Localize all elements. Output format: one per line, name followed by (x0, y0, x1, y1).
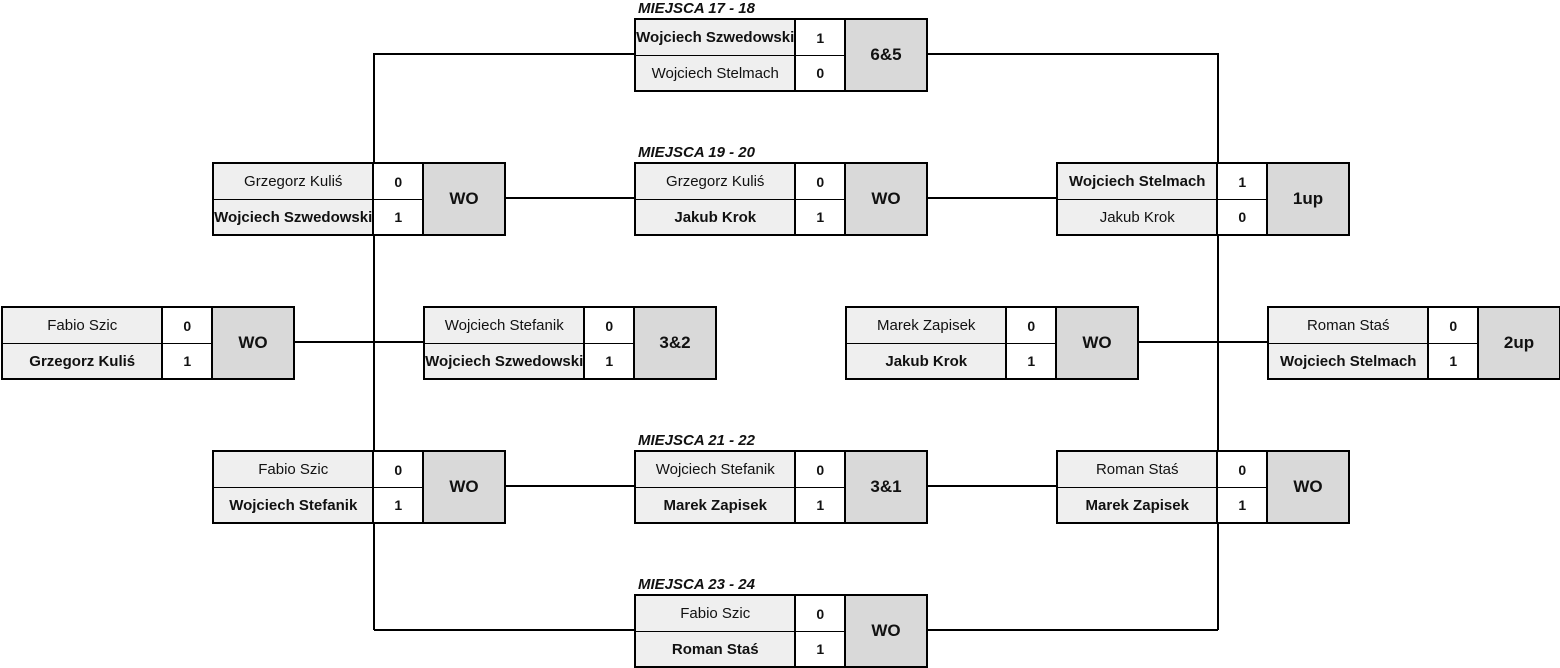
player-name: Marek Zapisek (847, 308, 1008, 343)
match-result: WO (424, 452, 504, 522)
player-name: Wojciech Szwedowski (214, 200, 375, 234)
match-result: WO (1268, 452, 1348, 522)
player-name: Wojciech Stefanik (214, 488, 375, 522)
player-name: Jakub Krok (847, 344, 1008, 378)
player-name: Fabio Szic (636, 596, 797, 631)
player-name: Roman Staś (1269, 308, 1430, 343)
player-score: 0 (1429, 308, 1479, 343)
placement-label: MIEJSCA 19 - 20 (638, 144, 755, 161)
player-score: 0 (796, 452, 846, 487)
connector-line (926, 53, 1218, 55)
connector-line (1137, 341, 1267, 343)
player-name: Wojciech Stelmach (1269, 344, 1430, 378)
match-result: 2up (1479, 308, 1559, 378)
player-name: Wojciech Stefanik (636, 452, 797, 487)
player-score: 1 (1429, 344, 1479, 378)
player-score: 1 (796, 488, 846, 522)
player-name: Wojciech Szwedowski (636, 20, 797, 55)
placement-label: MIEJSCA 23 - 24 (638, 576, 755, 593)
connector-line (504, 485, 634, 487)
player-score: 1 (1007, 344, 1057, 378)
player-score: 1 (796, 200, 846, 234)
player-score: 1 (796, 20, 846, 55)
player-score: 1 (1218, 164, 1268, 199)
player-score: 0 (1218, 452, 1268, 487)
connector-line (1217, 523, 1219, 630)
player-name: Wojciech Szwedowski (425, 344, 586, 378)
player-name: Fabio Szic (3, 308, 164, 343)
player-score: 1 (585, 344, 635, 378)
match-result: WO (846, 164, 926, 234)
player-score: 1 (163, 344, 213, 378)
match-result: WO (424, 164, 504, 234)
player-score: 0 (374, 164, 424, 199)
player-score: 0 (374, 452, 424, 487)
player-name: Grzegorz Kuliś (3, 344, 164, 378)
player-name: Roman Staś (1058, 452, 1219, 487)
match-result: 1up (1268, 164, 1348, 234)
match-result: WO (846, 596, 926, 666)
placement-label: MIEJSCA 17 - 18 (638, 0, 755, 17)
player-name: Fabio Szic (214, 452, 375, 487)
match-result: 3&1 (846, 452, 926, 522)
player-score: 0 (796, 56, 846, 90)
player-name: Grzegorz Kuliś (636, 164, 797, 199)
player-score: 0 (1007, 308, 1057, 343)
connector-line (374, 53, 634, 55)
player-score: 1 (374, 488, 424, 522)
connector-line (504, 197, 634, 199)
placement-label: MIEJSCA 21 - 22 (638, 432, 755, 449)
connector-line (926, 485, 1056, 487)
player-name: Jakub Krok (1058, 200, 1219, 234)
player-score: 1 (1218, 488, 1268, 522)
player-score: 1 (796, 632, 846, 666)
match-result: 3&2 (635, 308, 715, 378)
player-name: Wojciech Stelmach (1058, 164, 1219, 199)
player-name: Marek Zapisek (1058, 488, 1219, 522)
player-name: Wojciech Stefanik (425, 308, 586, 343)
player-name: Jakub Krok (636, 200, 797, 234)
player-score: 0 (796, 596, 846, 631)
connector-line (374, 629, 634, 631)
match-result: 6&5 (846, 20, 926, 90)
connector-line (293, 341, 424, 343)
connector-line (926, 629, 1218, 631)
connector-line (373, 53, 375, 163)
match-result: WO (1057, 308, 1137, 378)
player-name: Marek Zapisek (636, 488, 797, 522)
connector-line (1217, 53, 1219, 163)
player-name: Roman Staś (636, 632, 797, 666)
connector-line (926, 197, 1056, 199)
player-name: Wojciech Stelmach (636, 56, 797, 90)
player-score: 1 (374, 200, 424, 234)
player-score: 0 (163, 308, 213, 343)
player-name: Grzegorz Kuliś (214, 164, 375, 199)
connector-line (373, 523, 375, 630)
player-score: 0 (796, 164, 846, 199)
player-score: 0 (585, 308, 635, 343)
player-score: 0 (1218, 200, 1268, 234)
match-result: WO (213, 308, 293, 378)
